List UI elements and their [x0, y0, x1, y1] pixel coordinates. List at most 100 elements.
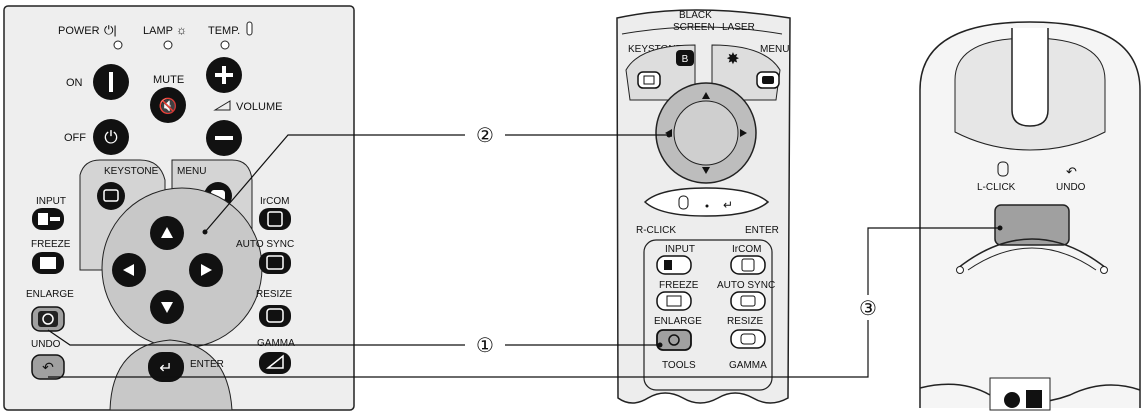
- r-click-enter-button[interactable]: [643, 187, 770, 217]
- input-label: INPUT: [36, 196, 66, 207]
- lamp-indicator-label: LAMP: [143, 25, 173, 37]
- input-icon: [38, 213, 48, 225]
- callout-3-end-dot: [997, 225, 1003, 231]
- remote-input-label: INPUT: [665, 244, 695, 255]
- remote-input-button[interactable]: [656, 255, 692, 275]
- freeze-button[interactable]: [32, 252, 64, 274]
- ircom-label: IrCOM: [260, 196, 289, 207]
- remote-keystone-button[interactable]: [637, 71, 661, 89]
- freeze-label: FREEZE: [31, 239, 71, 250]
- remote-freeze-button[interactable]: [656, 291, 692, 311]
- gamma-button[interactable]: [259, 352, 291, 374]
- volume-wedge-icon: [213, 100, 231, 111]
- separator-dot: [705, 204, 709, 208]
- mute-label: MUTE: [153, 74, 184, 86]
- black-screen-label-1: BLACK: [679, 10, 712, 21]
- laser-button[interactable]: ✸: [726, 51, 739, 68]
- remote-arrow-up-icon: [702, 92, 710, 99]
- volume-label: VOLUME: [236, 101, 282, 113]
- undo-arc-outer: [957, 238, 1107, 269]
- callout-3-number: ③: [859, 298, 877, 320]
- power-off-button[interactable]: ⏻: [93, 119, 129, 155]
- remote-resize-button[interactable]: [730, 329, 766, 349]
- standby-icon: ⏻: [104, 128, 118, 147]
- projector-control-panel: POWER ⏻| LAMP ☼ TEMP. ON MUTE 🔇 VOLUME O…: [3, 5, 355, 411]
- laser-label: LASER: [722, 22, 755, 33]
- remote-arrow-down-icon: [702, 167, 710, 174]
- arrow-down-button[interactable]: [150, 290, 184, 324]
- remote-control: BLACK SCREEN LASER KEYSTONE MENU B ✸: [616, 9, 791, 404]
- power-on-button[interactable]: [93, 64, 129, 100]
- lamp-symbol-icon: ☼: [176, 23, 187, 37]
- remote-ircom-icon: [741, 258, 755, 272]
- callout-3-line-upper: [867, 227, 1000, 295]
- input-button[interactable]: [32, 208, 64, 230]
- enter-return-icon: ↵: [723, 198, 733, 212]
- arrow-left-icon: [123, 264, 134, 276]
- gamma-icon: [265, 354, 284, 369]
- enlarge-button[interactable]: [31, 306, 65, 332]
- remote-auto-sync-button[interactable]: [730, 291, 766, 311]
- enter-button[interactable]: ↵: [148, 352, 184, 382]
- keystone-button[interactable]: [97, 182, 125, 210]
- remote-freeze-icon: [666, 295, 682, 307]
- remote-auto-sync-icon: [740, 295, 756, 307]
- undo-arc-inner[interactable]: [967, 247, 1097, 271]
- remote-menu-label: MENU: [760, 44, 789, 55]
- port-square-icon: [1026, 390, 1042, 408]
- remote-button-block: [643, 239, 773, 391]
- l-click-button[interactable]: [994, 204, 1070, 246]
- power-led-icon: [113, 40, 123, 50]
- arrow-down-icon: [161, 302, 173, 313]
- resize-label: RESIZE: [256, 289, 292, 300]
- power-symbol-icon: ⏻|: [104, 23, 117, 37]
- remote-menu-button[interactable]: [756, 71, 780, 89]
- remote-arrow-pad-center: [673, 100, 739, 166]
- callout-2-end-dot: [666, 132, 672, 138]
- on-bar-icon: [109, 72, 113, 92]
- arrow-left-button[interactable]: [112, 253, 146, 287]
- undo-button[interactable]: ↶: [31, 354, 65, 380]
- callout-2-dot: [202, 229, 208, 235]
- remote-enlarge-label: ENLARGE: [654, 316, 702, 327]
- ircom-button[interactable]: [259, 208, 291, 230]
- mute-button[interactable]: 🔇: [150, 87, 186, 123]
- enter-arrow-icon: ↵: [159, 360, 172, 377]
- laser-star-icon: ✸: [726, 51, 739, 68]
- magnify-icon: [42, 313, 54, 325]
- volume-up-button[interactable]: [206, 57, 242, 93]
- callout-lines: [47, 134, 1000, 378]
- callout-2-number: ②: [476, 125, 494, 147]
- callout-1-end-dot: [657, 342, 663, 348]
- freeze-icon: [40, 257, 56, 269]
- arrow-up-icon: [161, 227, 173, 238]
- volume-down-button[interactable]: [206, 120, 242, 156]
- menu-label: MENU: [177, 166, 206, 177]
- power-indicator-label: POWER: [58, 25, 100, 37]
- on-label: ON: [66, 77, 83, 89]
- remote-enlarge-button[interactable]: [656, 329, 692, 351]
- black-screen-button[interactable]: B: [676, 50, 694, 66]
- temp-indicator-label: TEMP.: [208, 25, 240, 37]
- remote-resize-label: RESIZE: [727, 316, 763, 327]
- remote-ircom-button[interactable]: [730, 255, 766, 275]
- remote-gamma-label: GAMMA: [729, 360, 767, 371]
- enter-label: ENTER: [190, 359, 224, 370]
- temp-led-icon: [220, 40, 230, 50]
- undo-label: UNDO: [31, 339, 61, 350]
- auto-sync-button[interactable]: [259, 252, 291, 274]
- r-click-label: R-CLICK: [636, 225, 676, 236]
- mouse-icon: [678, 195, 689, 210]
- remote-mouse-side: ↶ L-CLICK UNDO: [919, 21, 1141, 411]
- callout-1-line-left: [47, 329, 465, 346]
- arrow-up-button[interactable]: [150, 216, 184, 250]
- remote-magnify-icon: [668, 334, 680, 346]
- resize-button[interactable]: [259, 305, 291, 327]
- arrow-right-button[interactable]: [189, 253, 223, 287]
- minus-icon: [215, 136, 233, 140]
- remote-tools-label: TOOLS: [662, 360, 696, 371]
- undo-arc-left-end: [956, 266, 964, 274]
- enlarge-label: ENLARGE: [26, 289, 74, 300]
- gamma-label: GAMMA: [257, 338, 295, 349]
